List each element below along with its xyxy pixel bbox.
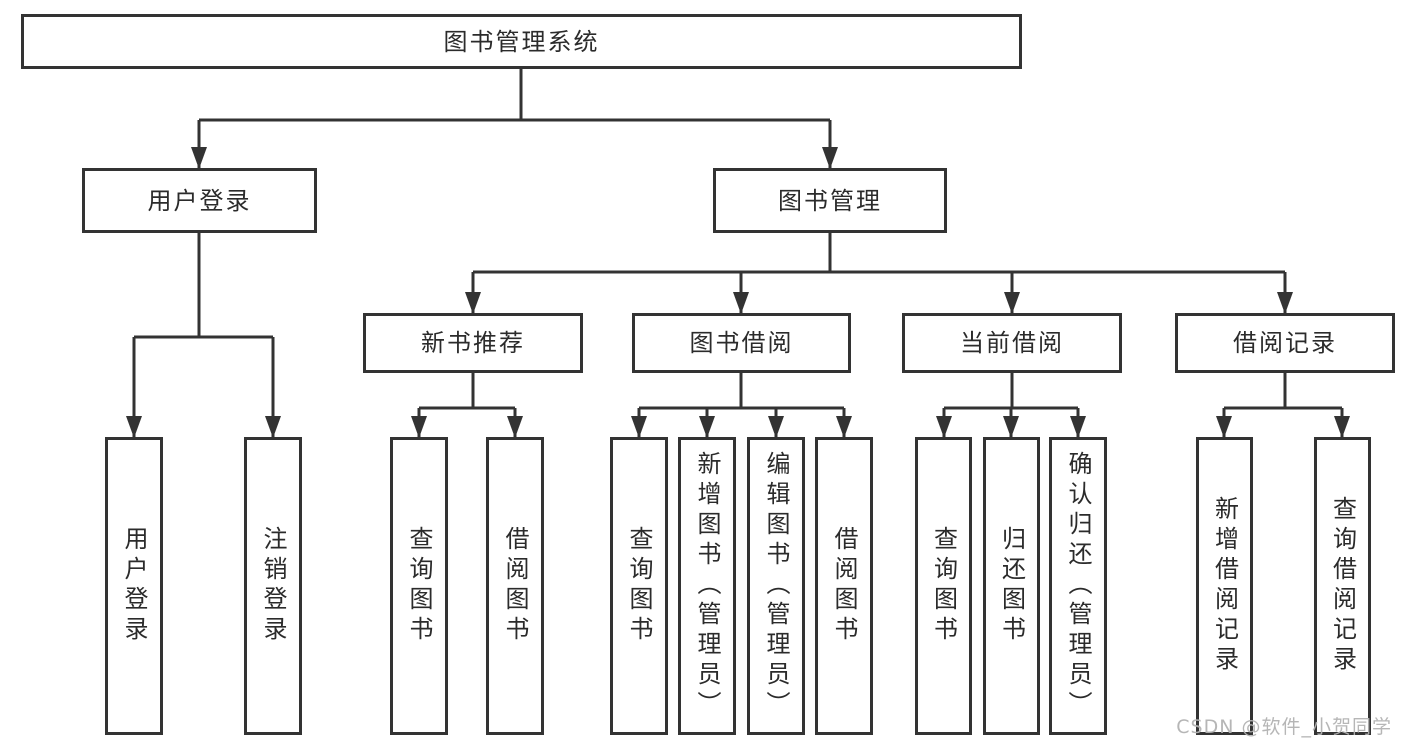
arrowhead-icon — [1334, 416, 1350, 438]
node-root: 图书管理系统 — [21, 14, 1022, 69]
arrowhead-icon — [699, 416, 715, 438]
node-label: 图书借阅 — [689, 329, 794, 357]
node-leaf-borrow-books-1: 借阅图书 — [486, 437, 544, 735]
node-label: 借阅图书 — [501, 526, 529, 646]
node-label: 查询借阅记录 — [1328, 496, 1357, 676]
node-leaf-query-books-2: 查询图书 — [610, 437, 668, 735]
node-label: 编辑图书（管理员） — [762, 451, 790, 721]
arrowhead-icon — [265, 416, 281, 438]
node-label: 用户登录 — [120, 526, 148, 646]
arrowhead-icon — [936, 416, 952, 438]
arrowhead-icon — [507, 416, 523, 438]
node-label: 借阅图书 — [830, 526, 858, 646]
node-current-borrow: 当前借阅 — [902, 313, 1122, 373]
node-label: 注销登录 — [259, 526, 287, 646]
node-leaf-confirm-return: 确认归还（管理员） — [1049, 437, 1107, 735]
arrowhead-icon — [1004, 292, 1020, 314]
watermark: CSDN @软件_小贺同学 — [1176, 716, 1392, 738]
node-label: 图书管理 — [778, 186, 882, 215]
arrowhead-icon — [411, 416, 427, 438]
arrowhead-icon — [768, 416, 784, 438]
node-leaf-logout: 注销登录 — [244, 437, 302, 735]
node-leaf-query-books-1: 查询图书 — [390, 437, 448, 735]
node-label: 确认归还（管理员） — [1064, 451, 1092, 721]
node-book-borrow: 图书借阅 — [632, 313, 851, 373]
arrowhead-icon — [836, 416, 852, 438]
node-leaf-user-login: 用户登录 — [105, 437, 163, 735]
node-label: 新增借阅记录 — [1210, 496, 1239, 676]
node-book-management: 图书管理 — [713, 168, 947, 233]
node-label: 查询图书 — [625, 526, 653, 646]
node-label: 查询图书 — [405, 526, 433, 646]
node-label: 新增图书（管理员） — [693, 451, 721, 721]
node-user-login: 用户登录 — [82, 168, 317, 233]
arrowhead-icon — [733, 292, 749, 314]
node-leaf-add-borrow-record: 新增借阅记录 — [1196, 437, 1253, 735]
node-label: 当前借阅 — [960, 329, 1064, 357]
node-leaf-borrow-books-2: 借阅图书 — [815, 437, 873, 735]
node-label: 新书推荐 — [421, 329, 525, 357]
node-leaf-return-books: 归还图书 — [983, 437, 1040, 735]
node-label: 查询图书 — [929, 526, 958, 646]
arrowhead-icon — [465, 292, 481, 314]
node-leaf-add-books-admin: 新增图书（管理员） — [678, 437, 736, 735]
node-label: 借阅记录 — [1233, 329, 1337, 357]
arrowhead-icon — [191, 147, 207, 169]
arrowhead-icon — [1070, 416, 1086, 438]
node-label: 归还图书 — [997, 526, 1026, 646]
arrowhead-icon — [126, 416, 142, 438]
node-borrow-records: 借阅记录 — [1175, 313, 1395, 373]
node-leaf-query-borrow-record: 查询借阅记录 — [1314, 437, 1371, 735]
node-label: 用户登录 — [147, 186, 252, 215]
node-leaf-query-books-3: 查询图书 — [915, 437, 972, 735]
node-leaf-edit-books-admin: 编辑图书（管理员） — [747, 437, 805, 735]
arrowhead-icon — [1277, 292, 1293, 314]
arrowhead-icon — [631, 416, 647, 438]
node-new-book-recommend: 新书推荐 — [363, 313, 583, 373]
arrowhead-icon — [1216, 416, 1232, 438]
arrowhead-icon — [822, 147, 838, 169]
node-label: 图书管理系统 — [443, 27, 600, 56]
arrowhead-icon — [1003, 416, 1019, 438]
